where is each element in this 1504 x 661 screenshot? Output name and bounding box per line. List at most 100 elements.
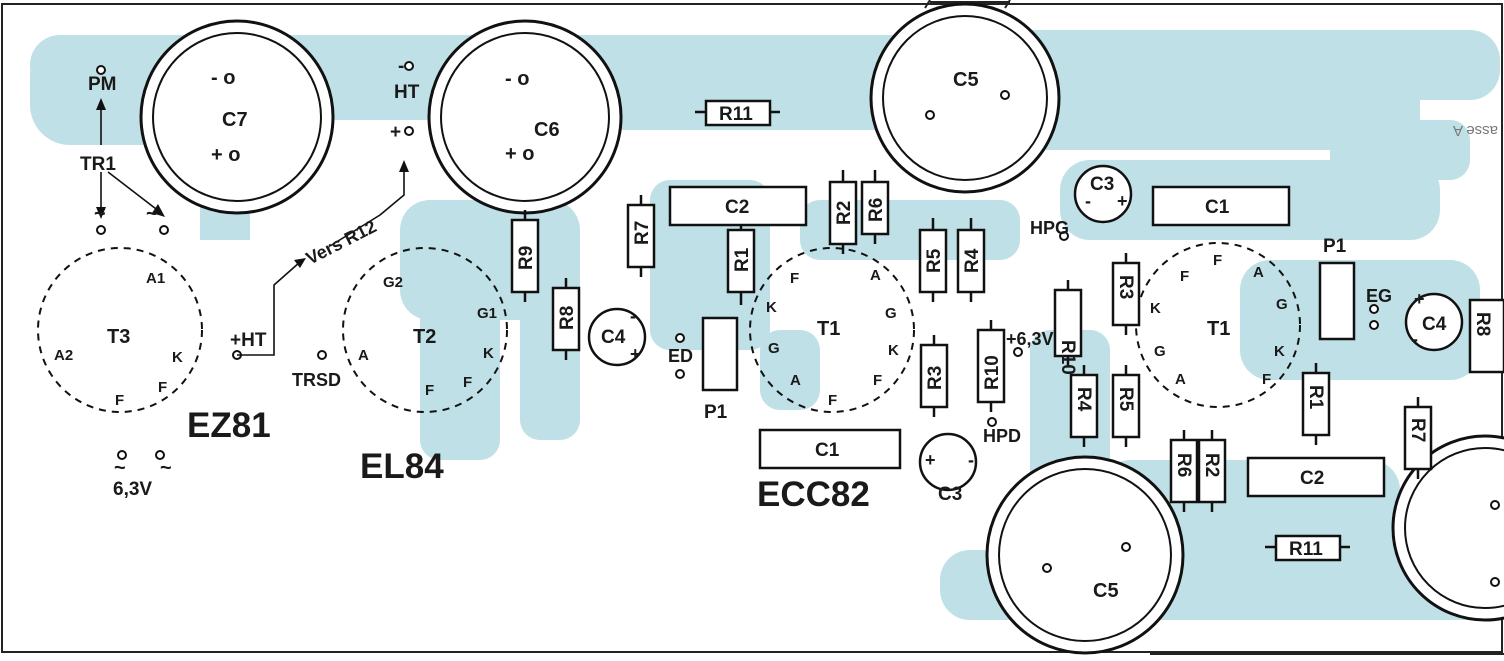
edge-text: asse A bbox=[1453, 122, 1498, 139]
r8-right-label: R8 bbox=[1472, 312, 1493, 336]
pin-label: F bbox=[115, 392, 124, 409]
ez81-title: EZ81 bbox=[187, 406, 271, 445]
t1-left-label: T1 bbox=[817, 318, 840, 340]
pin-label: G bbox=[768, 340, 780, 357]
c3-bottom-label: C3 bbox=[938, 484, 962, 505]
ecc82-title: ECC82 bbox=[757, 475, 870, 514]
pin-label: G bbox=[885, 305, 897, 322]
t2-label: T2 bbox=[413, 326, 436, 348]
hpd-label: HPD bbox=[983, 426, 1021, 446]
r3-right-label: R3 bbox=[1115, 275, 1136, 299]
plus63-label: +6,3V bbox=[1006, 329, 1054, 349]
tilde-1: ~ bbox=[94, 203, 106, 225]
r5-left-label: R5 bbox=[924, 248, 945, 273]
tilde-2: ~ bbox=[146, 203, 158, 225]
trsd-label: TRSD bbox=[292, 370, 341, 390]
t1-left-pins: F A K G G K A F F bbox=[766, 267, 899, 409]
c6-label: C6 bbox=[534, 119, 560, 141]
el84-title: EL84 bbox=[360, 447, 444, 486]
r6-right-label: R6 bbox=[1173, 453, 1194, 477]
r4-left-label: R4 bbox=[962, 248, 983, 273]
pin-label: + bbox=[1414, 289, 1425, 309]
c1-top-label: C1 bbox=[1205, 197, 1230, 218]
r10-left-label: R10 bbox=[982, 355, 1003, 390]
c6-minus: - o bbox=[505, 68, 529, 90]
r9-label: R9 bbox=[516, 246, 537, 270]
tilde-4: ~ bbox=[160, 457, 172, 479]
t2-pins: G2 G1 A K F F bbox=[358, 274, 497, 399]
t1-right-pins: F F A K G G K A F bbox=[1150, 252, 1288, 388]
resistor-bodies bbox=[510, 180, 1504, 504]
r3-left-label: R3 bbox=[925, 366, 946, 390]
r1-left-label: R1 bbox=[732, 247, 753, 272]
pin-label: F bbox=[1262, 371, 1271, 388]
resistor-leads bbox=[523, 170, 1420, 512]
break-marks bbox=[924, 0, 1504, 655]
c1-bottom-label: C1 bbox=[815, 440, 840, 461]
tr1-label: TR1 bbox=[80, 154, 116, 175]
pin-label: K bbox=[766, 299, 777, 316]
r6-left-label: R6 bbox=[866, 198, 887, 222]
pin-label: G bbox=[1276, 296, 1288, 313]
pin-label: A bbox=[358, 347, 369, 364]
c4-right-label: C4 bbox=[1422, 314, 1447, 335]
pin-label: G2 bbox=[383, 274, 403, 291]
c7-label: C7 bbox=[222, 109, 248, 131]
r7-right-label: R7 bbox=[1407, 418, 1428, 442]
t3-label: T3 bbox=[107, 326, 130, 348]
pin-label: K bbox=[483, 345, 494, 362]
p1-left-label: P1 bbox=[704, 402, 728, 423]
pin-label: A bbox=[870, 267, 881, 284]
r10-right-label: R10 bbox=[1057, 340, 1078, 375]
pin-label: - bbox=[630, 306, 636, 326]
ed-label: ED bbox=[668, 346, 693, 366]
wire-arrows bbox=[100, 105, 405, 356]
c2-bottom-label: C2 bbox=[1300, 468, 1324, 489]
pin-label: K bbox=[1150, 300, 1161, 317]
hpg-label: HPG bbox=[1030, 218, 1069, 238]
ht-plus: + bbox=[390, 122, 401, 143]
c5-top-label: C5 bbox=[953, 69, 979, 91]
pin-label: A1 bbox=[146, 270, 165, 287]
r4-right-label: R4 bbox=[1073, 387, 1094, 412]
pin-label: F bbox=[158, 379, 167, 396]
film-caps bbox=[668, 185, 1386, 498]
c2-top-label: C2 bbox=[725, 197, 749, 218]
pin-label: F bbox=[790, 270, 799, 287]
small-cap-polarity: - + - + + - + - bbox=[630, 191, 1425, 470]
pm-label: PM bbox=[88, 74, 117, 95]
pin-label: F bbox=[1180, 268, 1189, 285]
tube-sockets bbox=[37, 242, 1301, 413]
pin-label: - bbox=[1412, 329, 1418, 349]
pin-label: A bbox=[1175, 371, 1186, 388]
ht-minus: - bbox=[398, 56, 404, 77]
pin-label: F bbox=[828, 392, 837, 409]
r1-right-label: R1 bbox=[1305, 385, 1326, 410]
pin-label: - bbox=[1085, 191, 1091, 211]
pin-label: K bbox=[888, 342, 899, 359]
small-caps bbox=[587, 164, 1464, 492]
c7-minus: - o bbox=[211, 67, 235, 89]
c4-left-label: C4 bbox=[601, 327, 626, 348]
pin-label: K bbox=[172, 349, 183, 366]
r7-label: R7 bbox=[632, 221, 653, 245]
eg-label: EG bbox=[1366, 286, 1392, 306]
r11-top-label: R11 bbox=[719, 104, 753, 125]
r5-right-label: R5 bbox=[1115, 387, 1136, 412]
r8-left-label: R8 bbox=[557, 306, 578, 330]
pads bbox=[96, 61, 1500, 587]
pin-label: + bbox=[1117, 191, 1128, 211]
r11-resistors bbox=[695, 99, 1350, 562]
pin-label: F bbox=[425, 382, 434, 399]
pin-label: G bbox=[1154, 343, 1166, 360]
pin-label: F bbox=[1213, 252, 1222, 269]
large-caps bbox=[139, 2, 1504, 655]
pin-label: K bbox=[1274, 343, 1285, 360]
pin-label: A bbox=[1253, 264, 1264, 281]
r11-bottom-label: R11 bbox=[1289, 539, 1323, 560]
t1-right-label: T1 bbox=[1207, 318, 1230, 340]
pin-label: G1 bbox=[477, 305, 497, 322]
c5-bottom-label: C5 bbox=[1093, 580, 1119, 602]
tilde-3: ~ bbox=[114, 457, 126, 479]
